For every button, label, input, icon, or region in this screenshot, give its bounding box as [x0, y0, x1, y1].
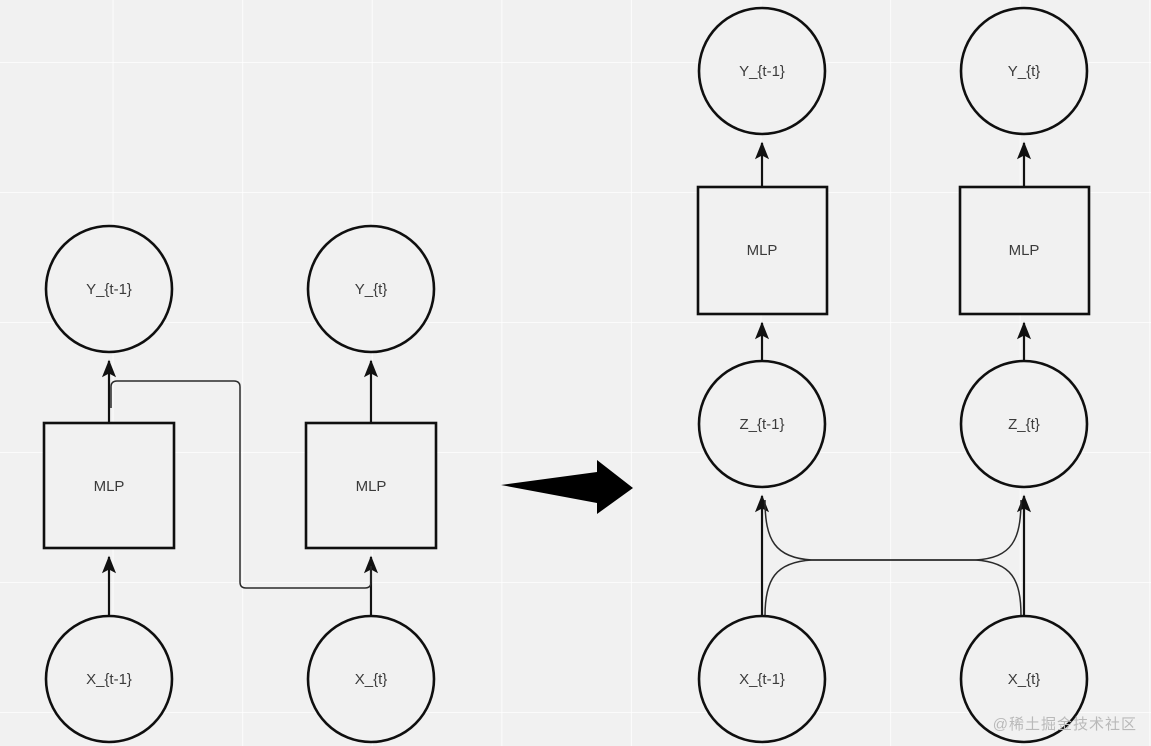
transition-arrow-shape: [501, 460, 633, 514]
left-node-x-t[interactable]: X_{t}: [306, 614, 436, 744]
transition-arrow: [501, 460, 633, 514]
node-label: Y_{t-1}: [86, 281, 132, 298]
node-box: [696, 185, 829, 316]
node-label: MLP: [1009, 242, 1040, 259]
node-label: X_{t-1}: [739, 671, 785, 688]
node-box: [304, 421, 438, 550]
left-edge-recurrent: [110, 380, 372, 589]
right-diagram: Y_{t-1} Y_{t} MLP MLP Z_{t-1} Z_{t}: [696, 6, 1091, 744]
node-label: X_{t}: [355, 671, 388, 688]
right-node-mlp-tm1[interactable]: MLP: [696, 185, 829, 316]
node-circle: [959, 359, 1089, 489]
node-label: Z_{t-1}: [739, 416, 784, 433]
right-node-z-tm1[interactable]: Z_{t-1}: [697, 359, 827, 489]
node-circle: [959, 6, 1089, 136]
node-circle: [306, 224, 436, 354]
node-circle: [697, 359, 827, 489]
left-node-y-t[interactable]: Y_{t}: [306, 224, 436, 354]
right-node-x-tm1[interactable]: X_{t-1}: [697, 614, 827, 744]
right-edge-x-tm1-to-z-t: [764, 499, 1022, 617]
node-circle: [44, 614, 174, 744]
node-circle: [306, 614, 436, 744]
node-box: [958, 185, 1091, 316]
left-node-y-tm1[interactable]: Y_{t-1}: [44, 224, 174, 354]
node-label: MLP: [356, 478, 387, 495]
node-label: Y_{t-1}: [739, 63, 785, 80]
node-circle: [697, 6, 827, 136]
right-node-x-t[interactable]: X_{t}: [959, 614, 1089, 744]
node-label: Y_{t}: [355, 281, 388, 298]
node-label: X_{t-1}: [86, 671, 132, 688]
right-node-mlp-t[interactable]: MLP: [958, 185, 1091, 316]
node-label: MLP: [94, 478, 125, 495]
node-circle: [697, 614, 827, 744]
left-diagram: Y_{t-1} Y_{t} MLP MLP X_{t-1} X_{t}: [42, 224, 438, 744]
node-label: Y_{t}: [1008, 63, 1041, 80]
left-node-x-tm1[interactable]: X_{t-1}: [44, 614, 174, 744]
node-box: [42, 421, 176, 550]
node-circle: [959, 614, 1089, 744]
right-node-y-tm1[interactable]: Y_{t-1}: [697, 6, 827, 136]
left-node-mlp-t[interactable]: MLP: [304, 421, 438, 550]
right-node-y-t[interactable]: Y_{t}: [959, 6, 1089, 136]
left-node-mlp-tm1[interactable]: MLP: [42, 421, 176, 550]
node-circle: [44, 224, 174, 354]
right-edge-x-t-to-z-tm1: [764, 499, 1022, 617]
node-label: MLP: [747, 242, 778, 259]
node-label: X_{t}: [1008, 671, 1041, 688]
node-label: Z_{t}: [1008, 416, 1040, 433]
right-node-z-t[interactable]: Z_{t}: [959, 359, 1089, 489]
